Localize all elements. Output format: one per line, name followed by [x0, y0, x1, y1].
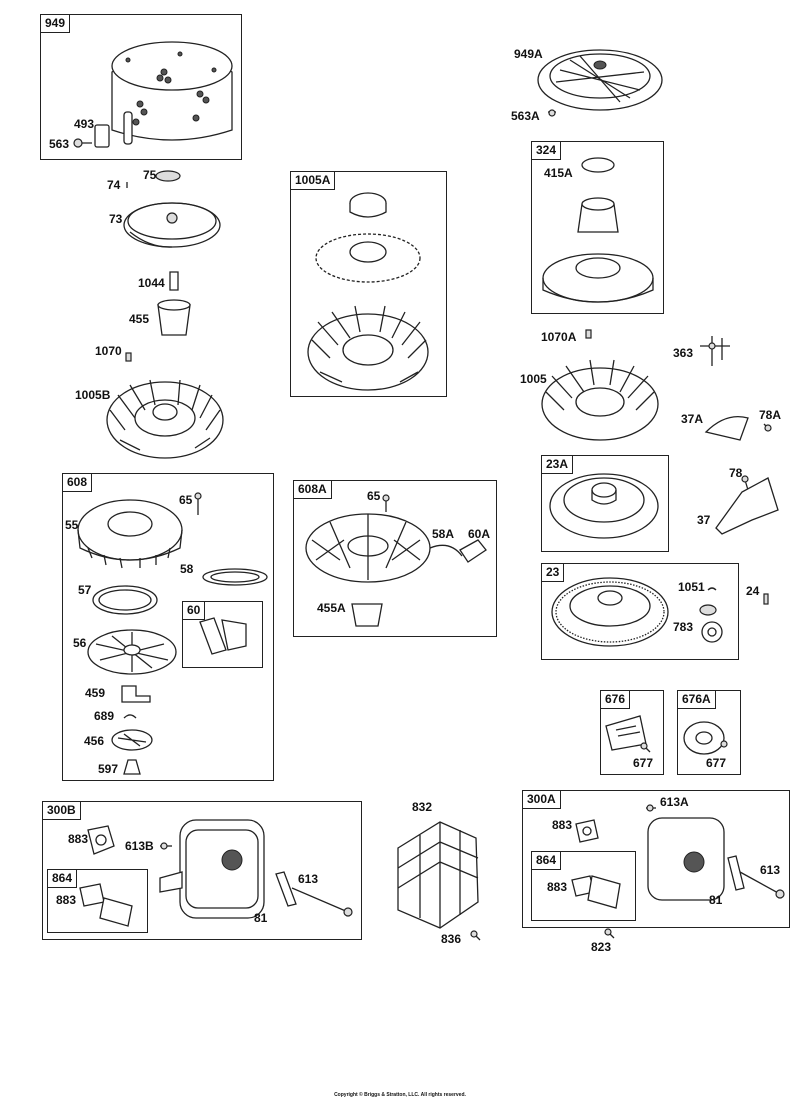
box-300A: 300A — [522, 790, 790, 928]
callout-456: 456 — [84, 734, 105, 748]
callout-883-300A: 883 — [552, 818, 573, 832]
callout-1005: 1005 — [520, 372, 547, 386]
callout-58: 58 — [180, 562, 194, 576]
callout-613-300A: 613 — [760, 863, 781, 877]
callout-677-676: 677 — [633, 756, 654, 770]
box-949: 949 — [40, 14, 242, 160]
callout-81-300B: 81 — [254, 911, 268, 925]
callout-493: 493 — [74, 117, 95, 131]
callout-1070A: 1070A — [541, 330, 577, 344]
callout-689: 689 — [94, 709, 115, 723]
box-label: 324 — [532, 142, 562, 160]
callout-597: 597 — [98, 762, 119, 776]
callout-949A: 949A — [514, 47, 543, 61]
box-608A: 608A — [293, 480, 497, 637]
baffle-plate-drawing — [123, 202, 221, 248]
box-60: 60 — [182, 601, 263, 668]
callout-563: 563 — [49, 137, 70, 151]
callout-1044: 1044 — [138, 276, 165, 290]
callout-363: 363 — [673, 346, 694, 360]
callout-57: 57 — [78, 583, 92, 597]
box-300B: 300B — [42, 801, 362, 940]
callout-24: 24 — [746, 584, 760, 598]
callout-56: 56 — [73, 636, 87, 650]
box-676: 676 — [600, 690, 664, 775]
box-label: 23A — [542, 456, 574, 474]
callout-55: 55 — [65, 518, 79, 532]
box-label: 949 — [41, 15, 71, 33]
callout-78: 78 — [729, 466, 743, 480]
callout-613B: 613B — [125, 839, 154, 853]
box-label: 676A — [678, 691, 716, 709]
callout-37A: 37A — [681, 412, 704, 426]
callout-60A: 60A — [468, 527, 491, 541]
box-label: 60 — [183, 602, 206, 620]
callout-613-300B: 613 — [298, 872, 319, 886]
callout-455: 455 — [129, 312, 150, 326]
air-cleaner-cover-drawing — [73, 41, 233, 148]
callout-73: 73 — [109, 212, 123, 226]
box-23A: 23A — [541, 455, 669, 552]
box-label: 608A — [294, 481, 332, 499]
callout-563A: 563A — [511, 109, 540, 123]
callout-832: 832 — [412, 800, 433, 814]
box-864-left: 864 — [47, 869, 148, 933]
callout-65-608A: 65 — [367, 489, 381, 503]
callout-1051: 1051 — [678, 580, 705, 594]
box-1005A: 1005A — [290, 171, 447, 397]
callout-783: 783 — [673, 620, 694, 634]
callout-81-300A: 81 — [709, 893, 723, 907]
callout-415A: 415A — [544, 166, 573, 180]
callout-883-300B: 883 — [68, 832, 89, 846]
box-608: 608 — [62, 473, 274, 781]
callout-823: 823 — [591, 940, 612, 954]
box-324: 324 — [531, 141, 664, 314]
callout-459: 459 — [85, 686, 106, 700]
box-label: 300A — [523, 791, 561, 809]
callout-836: 836 — [441, 932, 462, 946]
box-label: 608 — [63, 474, 93, 492]
callout-58A: 58A — [432, 527, 455, 541]
box-label: 300B — [43, 802, 81, 820]
box-676A: 676A — [677, 690, 741, 775]
callout-1005B: 1005B — [75, 388, 111, 402]
box-label: 864 — [532, 852, 562, 870]
callout-883-864-right: 883 — [547, 880, 568, 894]
flywheel-1005B-drawing — [106, 379, 224, 459]
callout-37: 37 — [697, 513, 711, 527]
callout-613A: 613A — [660, 795, 689, 809]
box-label: 676 — [601, 691, 631, 709]
callout-65: 65 — [179, 493, 193, 507]
box-23: 23 — [541, 563, 739, 660]
callout-74: 74 — [107, 178, 121, 192]
callout-78A: 78A — [759, 408, 782, 422]
box-label: 1005A — [291, 172, 336, 190]
callout-1070: 1070 — [95, 344, 122, 358]
box-label: 23 — [542, 564, 565, 582]
box-864-right: 864 — [531, 851, 636, 921]
callout-455A: 455A — [317, 601, 346, 615]
copyright-notice: Copyright © Briggs & Stratton, LLC. All … — [334, 1092, 466, 1098]
box-label: 864 — [48, 870, 78, 888]
callout-75: 75 — [143, 168, 157, 182]
callout-883-864-left: 883 — [56, 893, 77, 907]
callout-677-676A: 677 — [706, 756, 727, 770]
